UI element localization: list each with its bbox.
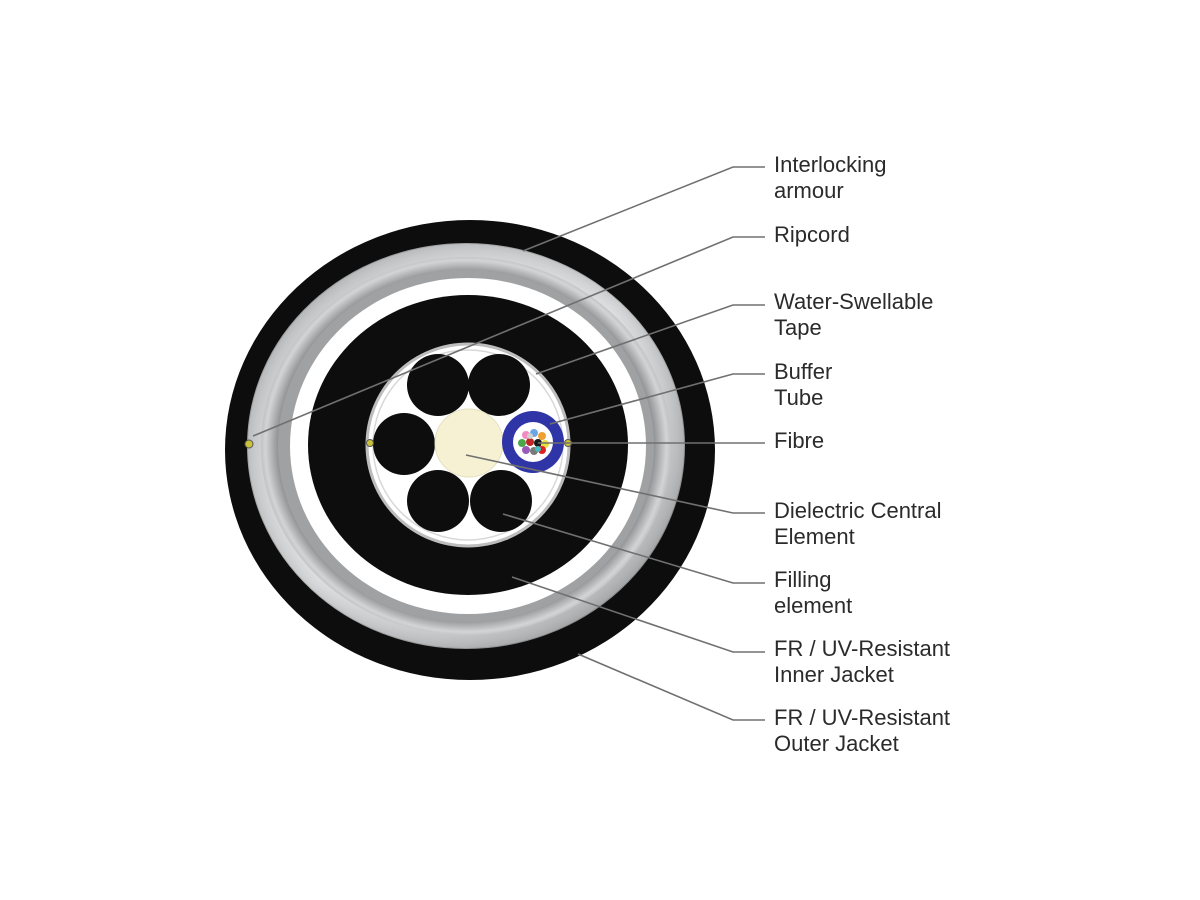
ripcord-dot: [244, 439, 254, 449]
leader-line-water-swellable-tape: [535, 304, 765, 375]
filling-element-circle: [468, 354, 530, 416]
leader-line-filling-element: [502, 513, 765, 584]
fibre-dot: [518, 439, 526, 447]
armour-sheen: [247, 243, 685, 649]
leader-line-buffer-tube: [549, 373, 765, 425]
filling-element-circle: [407, 470, 469, 532]
filling-element-circle: [407, 354, 469, 416]
label-water-swellable-tape: Water-Swellable Tape: [774, 289, 939, 340]
leader-line-outer-jacket: [577, 653, 765, 721]
label-inner-jacket: FR / UV-Resistant Inner Jacket: [774, 636, 956, 687]
fibre-dot: [522, 446, 530, 454]
filling-element-circle: [373, 413, 435, 475]
leader-line-dielectric-central-element: [465, 454, 765, 514]
cable-drawing: [225, 220, 715, 680]
leader-lines: [252, 166, 765, 721]
fibre-dot: [526, 438, 534, 446]
label-ripcord: Ripcord: [774, 222, 850, 247]
label-buffer-tube: Buffer Tube: [774, 359, 838, 410]
fibre-dot: [535, 446, 541, 452]
leader-line-interlocking-armour: [522, 166, 765, 252]
filling-element-circle: [470, 470, 532, 532]
ripcord-dot: [366, 439, 374, 447]
dielectric-central-element-circle: [434, 408, 504, 478]
fibre-dot: [527, 433, 533, 439]
callout-labels: Interlocking armour Ripcord Water-Swella…: [774, 152, 956, 756]
label-dielectric-central-element: Dielectric Central Element: [774, 498, 948, 549]
fibre-bundle: [518, 429, 549, 455]
label-fibre: Fibre: [774, 428, 824, 453]
label-interlocking-armour: Interlocking armour: [774, 152, 893, 203]
label-filling-element: Filling element: [774, 567, 852, 618]
fibre-dot: [541, 440, 549, 448]
leader-line-ripcord: [252, 236, 765, 437]
label-outer-jacket: FR / UV-Resistant Outer Jacket: [774, 705, 956, 756]
leader-line-inner-jacket: [511, 576, 765, 653]
fibre-dot: [538, 432, 546, 440]
